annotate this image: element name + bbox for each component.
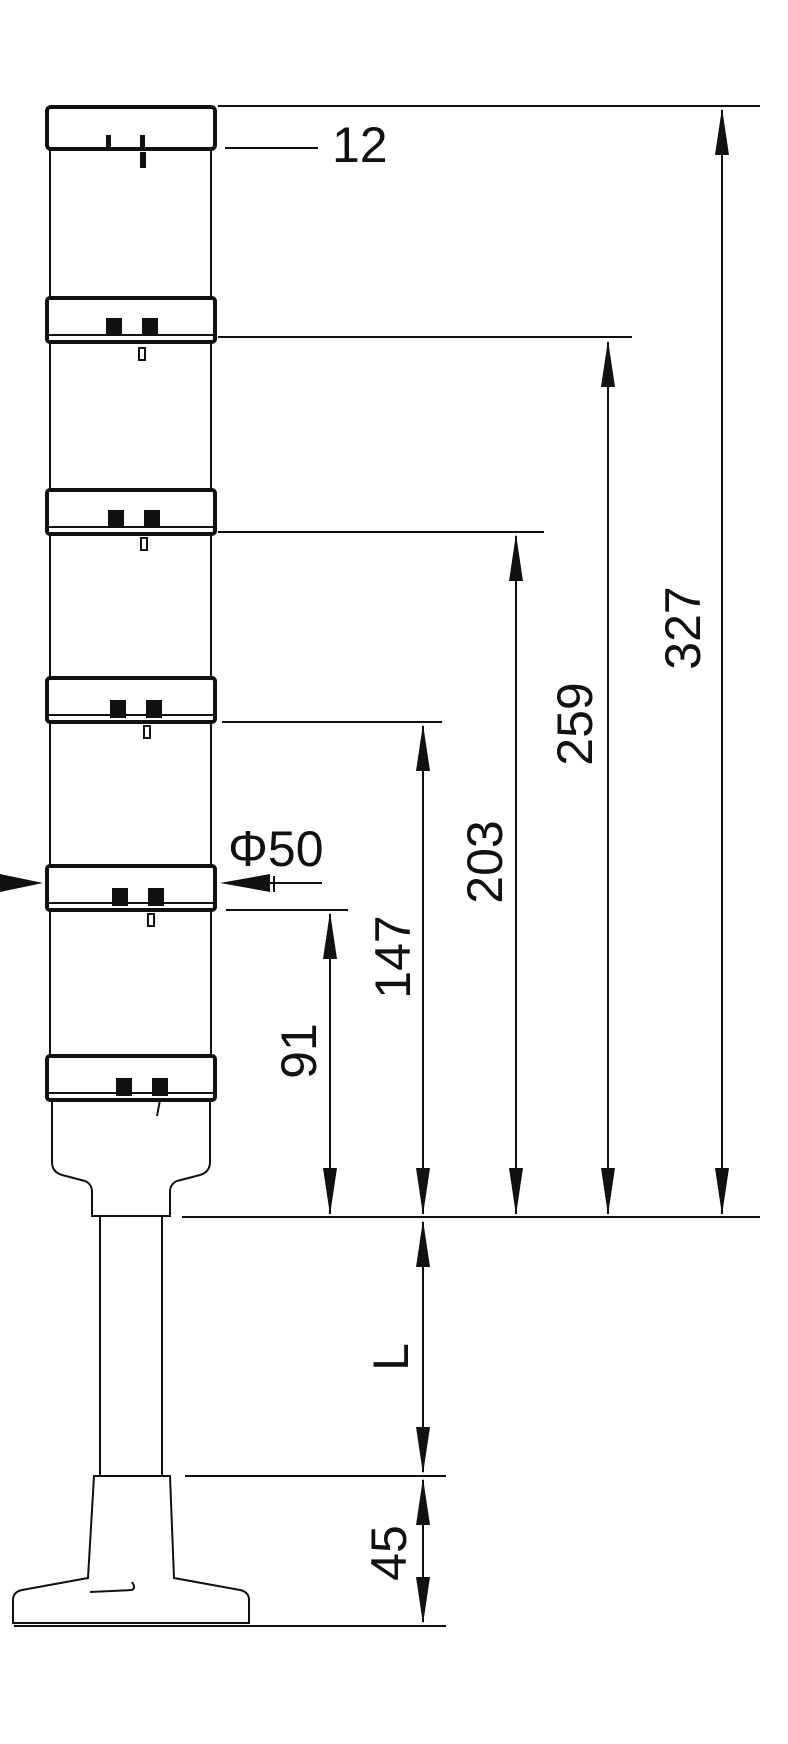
cap-height-label: 12 (332, 117, 388, 173)
height-2-label: 91 (271, 1023, 327, 1079)
height-3-label: 147 (365, 915, 421, 998)
total-height-label: 327 (655, 586, 711, 669)
extension-lines (14, 105, 760, 1627)
height-4-label: 203 (457, 820, 513, 903)
diameter-arrows (0, 874, 322, 892)
connector-ring-2 (45, 864, 217, 927)
tower-body (12, 105, 250, 1624)
height-5-label: 259 (547, 682, 603, 765)
lower-housing (51, 1100, 211, 1217)
base-height-label: 45 (361, 1525, 417, 1581)
pole-length-label: L (363, 1343, 419, 1371)
base (12, 1475, 250, 1624)
diameter-label: Φ50 (228, 821, 324, 877)
connector-ring-5 (45, 296, 217, 361)
dimension-91 (323, 912, 337, 1215)
dimension-147 (416, 724, 430, 1215)
connector-ring-1 (45, 1054, 217, 1117)
connector-ring-4 (45, 488, 217, 551)
connector-ring-3 (45, 676, 217, 739)
dimension-45 (416, 1478, 430, 1624)
dimension-259 (601, 340, 615, 1215)
dimension-203 (509, 534, 523, 1215)
dimension-L (416, 1220, 430, 1474)
dimension-327 (715, 108, 729, 1215)
top-cap (45, 105, 217, 151)
pole (99, 1215, 163, 1477)
